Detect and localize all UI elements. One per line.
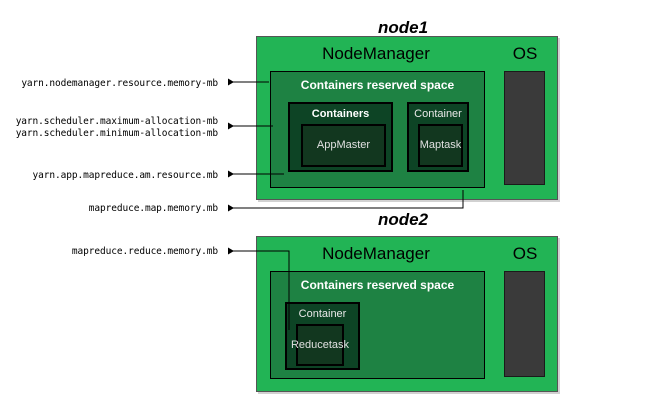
node2-reserved-label: Containers reserved space [300, 278, 455, 292]
node1-appmaster-task: AppMaster [301, 124, 386, 167]
node2-container-reduce-label: Container [298, 308, 347, 320]
node1-containers-reserved-space: Containers reserved space Containers App… [270, 71, 485, 188]
node2-os-label: OS [512, 244, 538, 263]
node1-box: NodeManager Containers reserved space Co… [256, 36, 558, 200]
label-mapreduce-map-memory-mb: mapreduce.map.memory.mb [88, 203, 218, 214]
node1-reserved-label: Containers reserved space [300, 78, 455, 92]
node2-reduce-task-label-line2: task [328, 338, 350, 351]
node1-appmaster-task-label: AppMaster [316, 139, 371, 151]
node1-map-task-label-line2: task [441, 139, 462, 151]
node1-containers-group: Containers AppMaster [288, 102, 393, 172]
node2-title: node2 [378, 210, 429, 229]
node2-nodemanager-region: NodeManager Containers reserved space Co… [257, 237, 495, 391]
node1-nodemanager-label: NodeManager [322, 44, 430, 63]
node1-containers-group-label: Containers [311, 108, 370, 120]
node1-os-block [504, 71, 545, 185]
node1-title: node1 [378, 18, 429, 37]
label-yarn-app-mapreduce-am-resource-mb: yarn.app.mapreduce.am.resource.mb [32, 170, 219, 181]
node1-os-region: OS [493, 37, 557, 199]
node1-map-task-label-line1: Map [419, 139, 442, 151]
label-mapreduce-reduce-memory-mb: mapreduce.reduce.memory.mb [71, 246, 218, 257]
label-yarn-scheduler-minimum-allocation-mb: yarn.scheduler.minimum-allocation-mb [15, 128, 218, 139]
node2-container-reduce: Container Reduce task [285, 302, 360, 370]
node2-os-block [504, 271, 545, 377]
node2-os-region: OS [493, 237, 557, 391]
node1-os-label: OS [512, 44, 538, 63]
node1-container-map-label: Container [414, 108, 462, 120]
node1-map-task: Map task [418, 124, 463, 167]
node2-reduce-task-label-line1: Reduce [290, 338, 329, 351]
label-yarn-nodemanager-resource-memory-mb: yarn.nodemanager.resource.memory-mb [21, 78, 218, 89]
node1-container-map: Container Map task [407, 102, 469, 172]
node2-box: NodeManager Containers reserved space Co… [256, 236, 558, 392]
node2-nodemanager-label: NodeManager [322, 244, 430, 263]
node2-reduce-task: Reduce task [291, 324, 349, 366]
node1-nodemanager-region: NodeManager Containers reserved space Co… [257, 37, 495, 199]
label-yarn-scheduler-maximum-allocation-mb: yarn.scheduler.maximum-allocation-mb [15, 116, 218, 127]
node2-containers-reserved-space: Containers reserved space Container Redu… [270, 271, 485, 379]
